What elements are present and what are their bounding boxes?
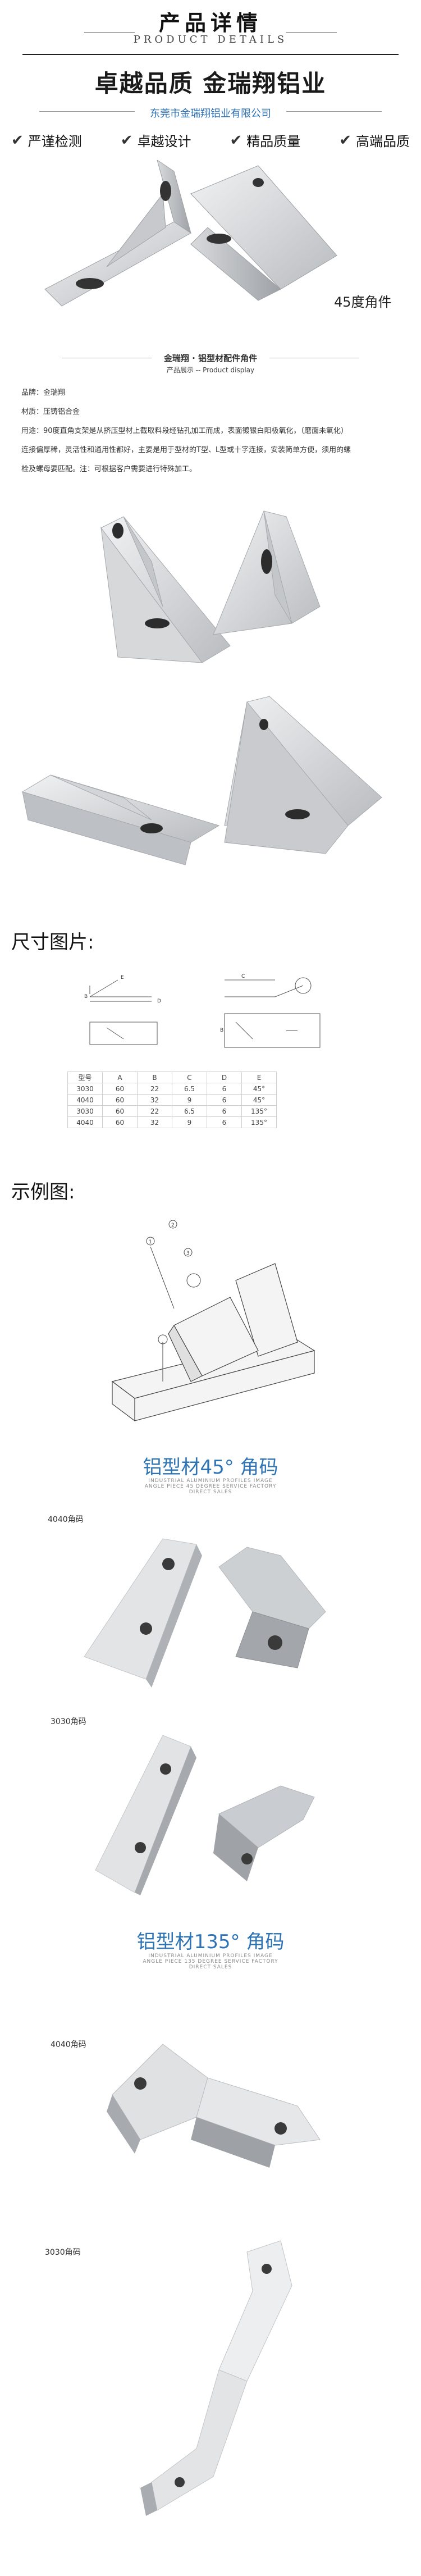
svg-text:D: D bbox=[157, 999, 161, 1004]
page-title: 产品详情 bbox=[158, 11, 262, 35]
table-cell: 22 bbox=[137, 1105, 172, 1117]
table-header-cell: B bbox=[137, 1072, 172, 1083]
table-row: 4040 60 32 9 6 135° bbox=[67, 1116, 277, 1128]
feature-item: ✔ 卓越设计 bbox=[121, 130, 191, 150]
callout-label: 3 bbox=[186, 1251, 190, 1256]
info-usage-line: 连接偏厚稀，灵活性和通用性都好，主要是用于型材的T型、L型或十字连接，安装简单方… bbox=[21, 446, 351, 454]
hero-caption: 45度角件 bbox=[334, 294, 392, 310]
svg-text:B: B bbox=[220, 1028, 223, 1033]
bracket-45-4040-photo bbox=[84, 1538, 326, 1688]
label-3030: 3030角码 bbox=[51, 1717, 86, 1726]
table-cell: 45° bbox=[241, 1094, 277, 1106]
dimensions-heading: 尺寸图片: bbox=[11, 931, 94, 954]
info-usage-line: 栓及螺母要匹配。注：可根据客户需要进行特殊加工。 bbox=[21, 465, 197, 473]
callout-label: 2 bbox=[171, 1223, 175, 1228]
display-subtitle: 产品展示 -- Product display bbox=[166, 366, 255, 374]
table-cell: 9 bbox=[172, 1116, 207, 1128]
spec-table: 型号 A B C D E 3030 60 22 6.5 6 45° 4040 6… bbox=[67, 1072, 277, 1128]
label-4040: 4040角码 bbox=[48, 1515, 84, 1524]
table-cell: 6.5 bbox=[172, 1083, 207, 1095]
info-usage-line: 用途：90度直角支架是从挤压型材上截取料段经钻孔加工而成，表面镀银白阳极氧化，（… bbox=[21, 427, 349, 435]
table-cell: 135° bbox=[241, 1105, 277, 1117]
table-cell: 6.5 bbox=[172, 1105, 207, 1117]
table-cell: 6 bbox=[207, 1094, 242, 1106]
divider bbox=[39, 111, 135, 112]
bracket-135-4040-photo bbox=[107, 2044, 321, 2168]
table-cell: 60 bbox=[102, 1116, 138, 1128]
table-header-cell: E bbox=[241, 1072, 277, 1083]
hero-product-photo bbox=[44, 160, 337, 307]
table-cell: 4040 bbox=[67, 1094, 103, 1106]
feature-label: 严谨检测 bbox=[28, 134, 82, 149]
table-cell: 60 bbox=[102, 1105, 138, 1117]
label-3030-135: 3030角码 bbox=[45, 2248, 81, 2257]
table-header-row: 型号 A B C D E bbox=[67, 1072, 277, 1083]
header-divider bbox=[22, 54, 399, 55]
company-name: 东莞市金瑞翔铝业有限公司 bbox=[150, 108, 271, 120]
spec-table-wrapper: 型号 A B C D E 3030 60 22 6.5 6 45° 4040 6… bbox=[67, 1072, 277, 1128]
check-icon: ✔ bbox=[11, 131, 24, 149]
table-row: 4040 60 32 9 6 45° bbox=[67, 1094, 277, 1106]
info-brand: 品牌：金瑞翔 bbox=[21, 389, 66, 397]
feature-item: ✔ 严谨检测 bbox=[11, 130, 82, 150]
product-photo bbox=[100, 510, 321, 663]
table-cell: 3030 bbox=[67, 1105, 103, 1117]
table-cell: 135° bbox=[241, 1116, 277, 1128]
bracket-45-3030-photo bbox=[95, 1735, 315, 1895]
dimension-drawing: E B D C B bbox=[84, 974, 321, 1048]
feature-list: ✔ 严谨检测 ✔ 卓越设计 ✔ 精品质量 ✔ 高端品质 bbox=[11, 130, 410, 150]
example-heading: 示例图: bbox=[11, 1181, 75, 1203]
table-cell: 45° bbox=[241, 1083, 277, 1095]
table-cell: 6 bbox=[207, 1116, 242, 1128]
display-title: 金瑞翔 · 铝型材配件角件 bbox=[163, 353, 258, 363]
bracket-135-3030-photo bbox=[140, 2240, 292, 2516]
svg-text:E: E bbox=[121, 975, 124, 981]
divider bbox=[286, 111, 382, 112]
slogan-title: 卓越品质 金瑞翔铝业 bbox=[94, 70, 327, 97]
table-cell: 4040 bbox=[67, 1116, 103, 1128]
table-header-cell: C bbox=[172, 1072, 207, 1083]
table-cell: 32 bbox=[137, 1094, 172, 1106]
svg-text:B: B bbox=[84, 994, 88, 1000]
table-cell: 3030 bbox=[67, 1083, 103, 1095]
check-icon: ✔ bbox=[230, 131, 242, 149]
check-icon: ✔ bbox=[339, 131, 351, 149]
table-cell: 60 bbox=[102, 1094, 138, 1106]
feature-label: 精品质量 bbox=[246, 134, 301, 149]
page-subtitle: PRODUCT DETAILS bbox=[133, 34, 288, 45]
table-header-cell: 型号 bbox=[67, 1072, 103, 1083]
example-assembly-drawing: 1 2 3 bbox=[111, 1220, 315, 1422]
label-4040-135: 4040角码 bbox=[51, 2040, 86, 2049]
section45-note: INDUSTRIAL ALUMINIUM PROFILES IMAGE ANGL… bbox=[144, 1478, 277, 1495]
product-photo bbox=[21, 696, 382, 865]
section45-heading: 铝型材45° 角码 bbox=[143, 1456, 278, 1479]
feature-item: ✔ 精品质量 bbox=[230, 130, 300, 150]
feature-label: 高端品质 bbox=[356, 134, 410, 149]
svg-text:C: C bbox=[241, 974, 245, 979]
section135-note: INDUSTRIAL ALUMINIUM PROFILES IMAGE ANGL… bbox=[143, 1953, 278, 1970]
callout-label: 1 bbox=[149, 1239, 152, 1245]
feature-item: ✔ 高端品质 bbox=[339, 130, 410, 150]
table-row: 3030 60 22 6.5 6 135° bbox=[67, 1105, 277, 1117]
table-cell: 60 bbox=[102, 1083, 138, 1095]
table-cell: 22 bbox=[137, 1083, 172, 1095]
feature-label: 卓越设计 bbox=[137, 134, 191, 149]
table-cell: 32 bbox=[137, 1116, 172, 1128]
table-cell: 6 bbox=[207, 1083, 242, 1095]
table-cell: 9 bbox=[172, 1094, 207, 1106]
table-header-cell: D bbox=[207, 1072, 242, 1083]
section135-heading: 铝型材135° 角码 bbox=[136, 1931, 285, 1953]
info-material: 材质：压铸铝合金 bbox=[21, 408, 80, 416]
table-row: 3030 60 22 6.5 6 45° bbox=[67, 1083, 277, 1095]
table-cell: 6 bbox=[207, 1105, 242, 1117]
table-header-cell: A bbox=[102, 1072, 138, 1083]
check-icon: ✔ bbox=[120, 131, 133, 149]
